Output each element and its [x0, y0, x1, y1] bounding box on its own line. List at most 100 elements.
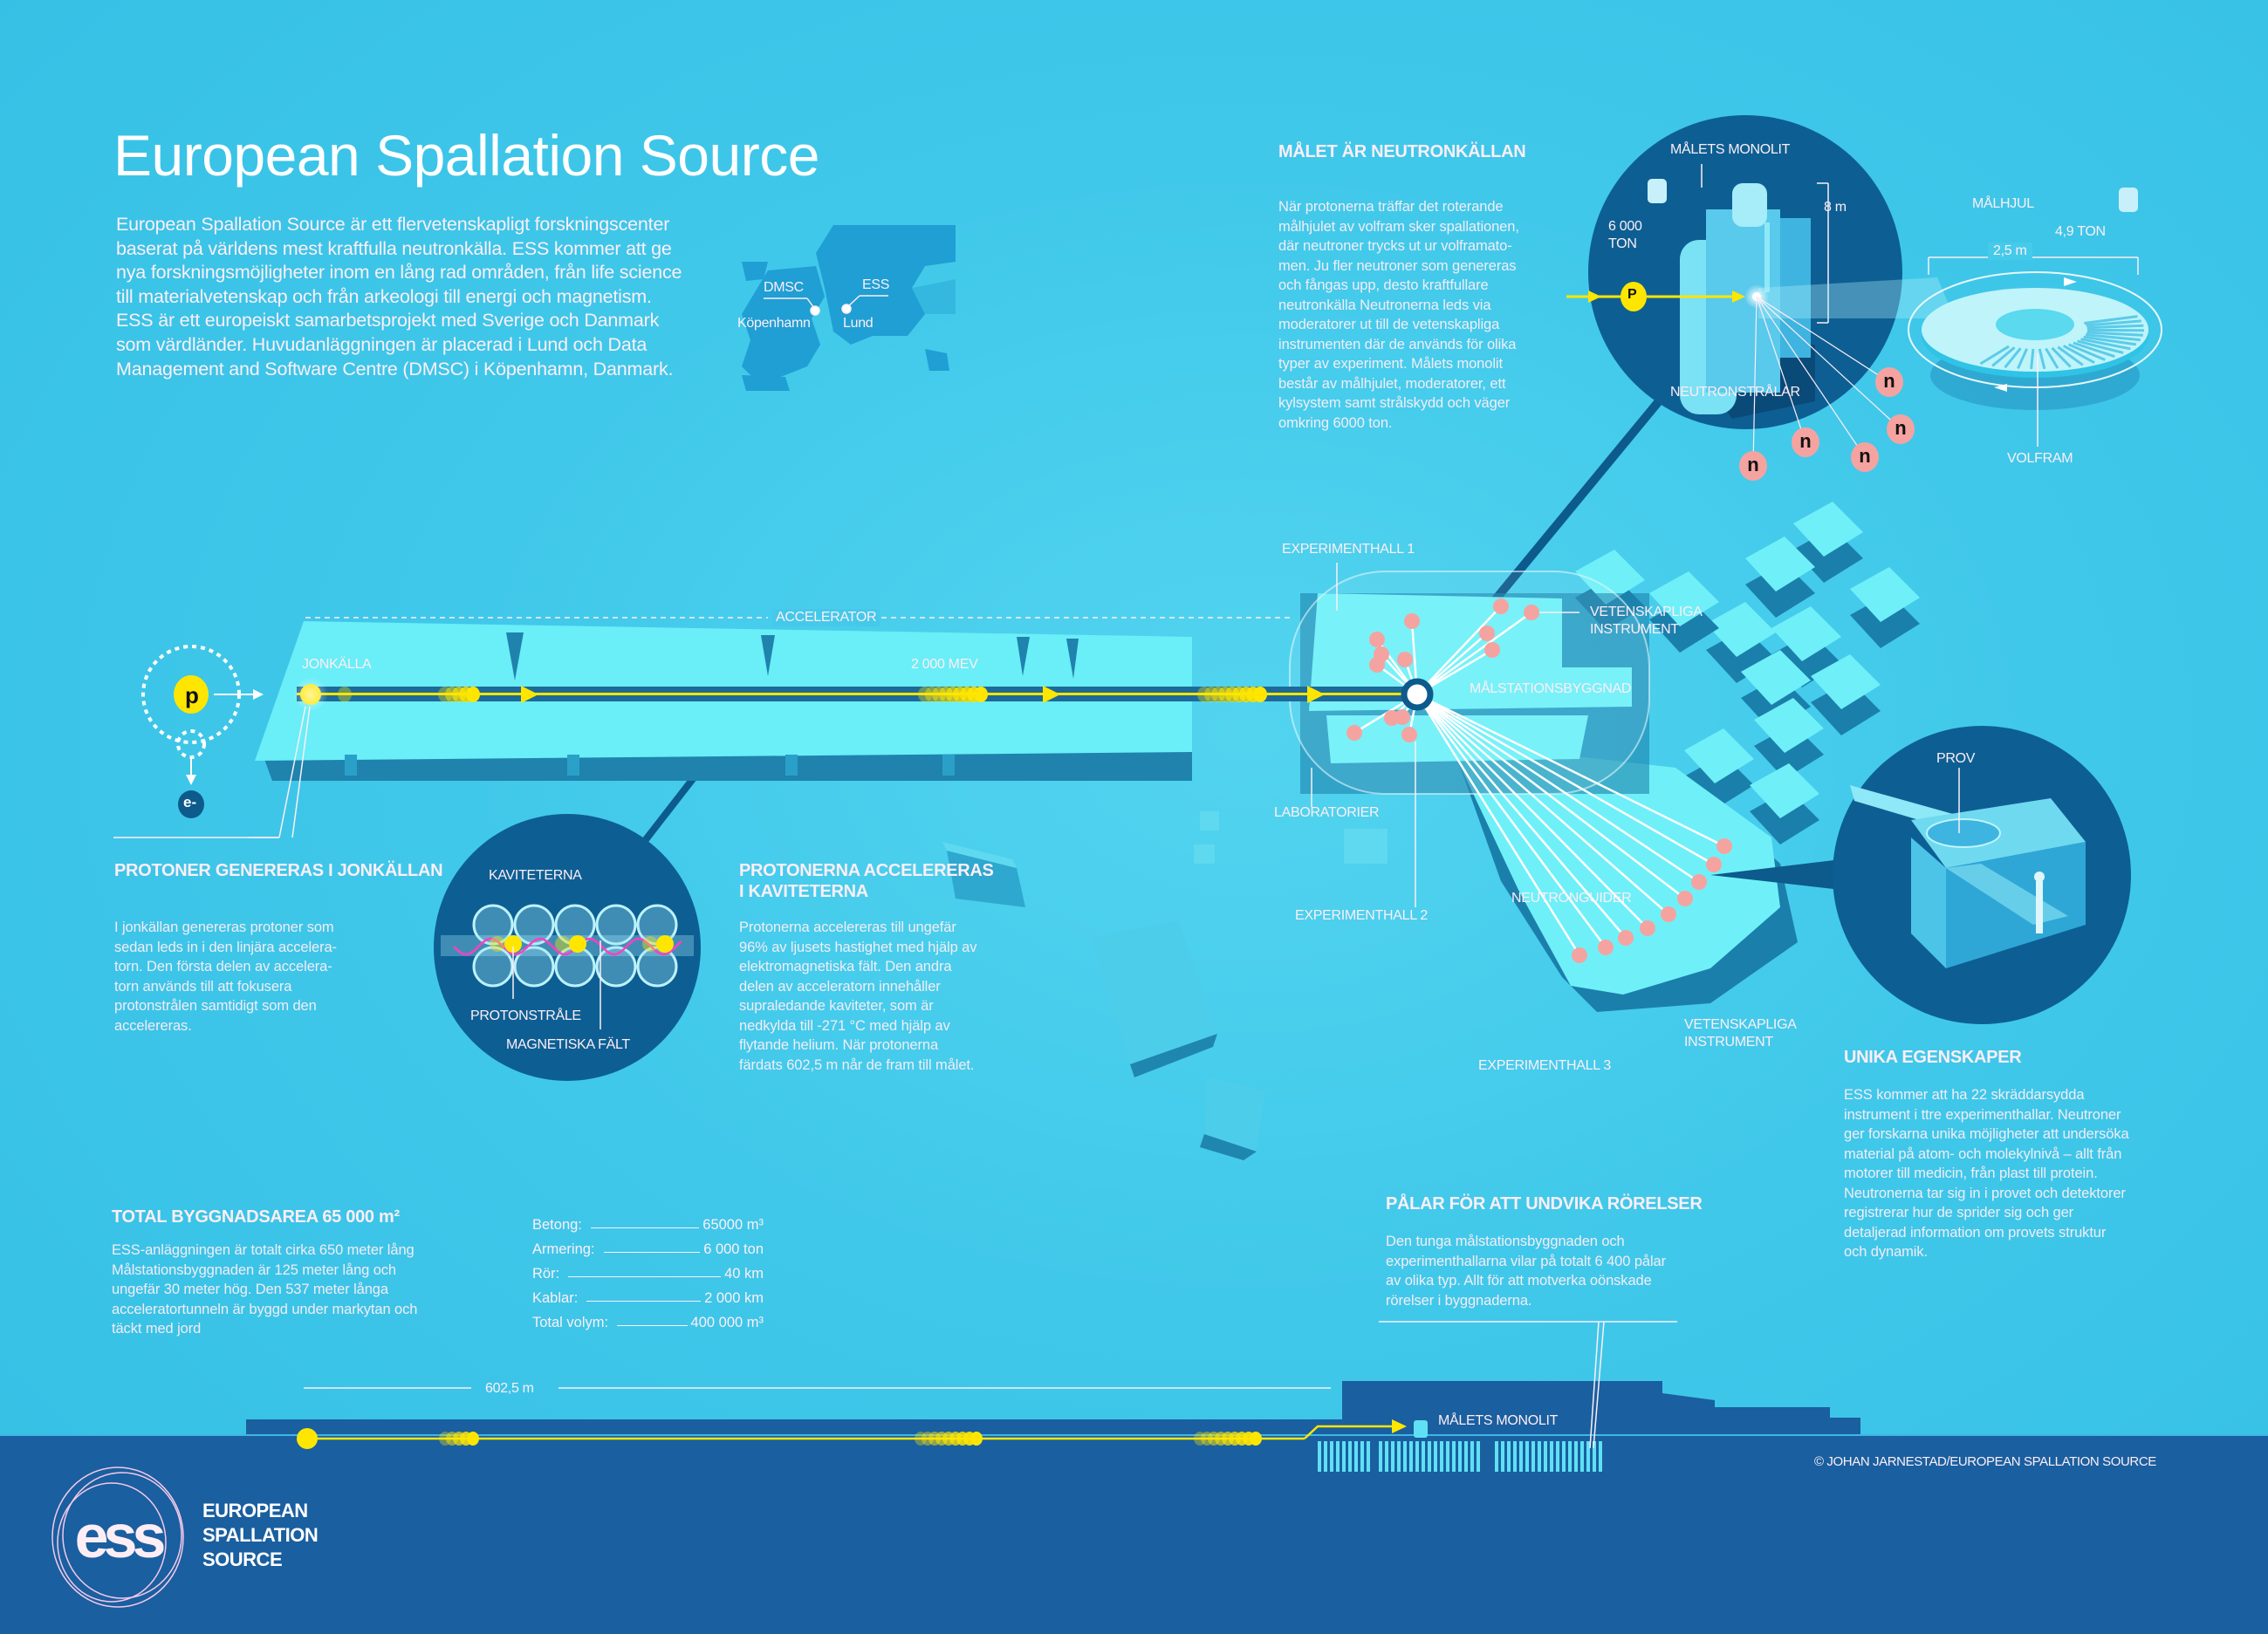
- wheel-blade: [2030, 348, 2035, 370]
- ion-source-label: JONKÄLLA: [302, 657, 372, 672]
- stat-key: Rör:: [532, 1266, 560, 1282]
- instrument-dot: [1493, 598, 1509, 614]
- instrument-dot: [1677, 891, 1693, 906]
- cavity-detail: [434, 814, 701, 1081]
- neutron-ray: [1752, 296, 1758, 467]
- pile: [1342, 1441, 1346, 1472]
- map-label-kopenhamn: Köpenhamn: [737, 316, 811, 331]
- neutron-guide-line: [1415, 694, 1607, 948]
- stat-value: 2 000 km: [704, 1290, 764, 1306]
- proton-bunch: [918, 687, 932, 702]
- wheel-blade: [2067, 343, 2106, 361]
- instrument-dot: [1484, 642, 1500, 658]
- pile: [1452, 1441, 1456, 1472]
- stat-row: Betong:65000 m³: [532, 1209, 764, 1234]
- pile: [1580, 1441, 1584, 1472]
- proton-beam: [293, 677, 1434, 712]
- proton-bunch: [1250, 1432, 1262, 1446]
- neutron-guide-line: [1416, 693, 1715, 866]
- sample-label: PROV: [1936, 751, 1976, 766]
- pile: [1568, 1441, 1572, 1472]
- building-block: [1754, 698, 1824, 779]
- energy-label: 2 000 MEV: [911, 657, 978, 672]
- pile: [1440, 1441, 1443, 1472]
- buildings-lower-left: [942, 811, 1388, 1160]
- neutron-rays-label: NEUTRONSTRÅLAR: [1670, 385, 1800, 400]
- accelerator-label: ACCELERATOR: [772, 609, 880, 626]
- neutron-guide-line: [1415, 694, 1581, 956]
- accel-heading: PROTONERNA ACCELERERAS I KAVITETERNA: [739, 861, 994, 901]
- neutron-guide-line: [1416, 693, 1725, 848]
- target-body: När protonerna träffar det roterande mål…: [1278, 199, 1519, 431]
- pile: [1434, 1441, 1437, 1472]
- stat-key: Betong:: [532, 1217, 582, 1233]
- labs-label: LABORATORIER: [1274, 805, 1380, 820]
- pile: [1464, 1441, 1468, 1472]
- wheel-blade: [2045, 347, 2059, 369]
- pile: [1397, 1441, 1401, 1472]
- wheel-blade: [2077, 339, 2124, 354]
- pile: [1318, 1441, 1321, 1472]
- cavity-cell: [595, 946, 637, 988]
- pile: [1324, 1441, 1327, 1472]
- pile: [1586, 1441, 1590, 1472]
- proton-bunch: [466, 687, 480, 702]
- pile: [1550, 1441, 1553, 1472]
- neutron-guide-line: [1416, 694, 1648, 929]
- map-markers: [764, 295, 888, 316]
- instrument-dot: [1706, 857, 1722, 872]
- site-profile: [0, 1321, 2268, 1634]
- stat-row: Rör:40 km: [532, 1258, 764, 1282]
- wheel-blade: [2038, 348, 2046, 370]
- proton-bunch: [970, 1432, 983, 1446]
- accelerator-building: [113, 617, 1292, 838]
- neutron-guide-line: [1416, 694, 1627, 939]
- pile: [1458, 1441, 1462, 1472]
- wheel-diameter: 2,5 m: [1988, 243, 2032, 260]
- instrument-dot: [1369, 632, 1385, 647]
- building-block: [1745, 537, 1815, 618]
- pile: [1336, 1441, 1340, 1472]
- length-label: 602,5 m: [485, 1381, 534, 1396]
- monolith-detail: [1566, 115, 2138, 467]
- pile: [1562, 1441, 1566, 1472]
- monolith-height: 8 m: [1824, 200, 1847, 215]
- pile: [1415, 1441, 1419, 1472]
- instrument-dot: [1572, 947, 1587, 963]
- pile: [1409, 1441, 1413, 1472]
- instrument-dot: [1397, 652, 1413, 667]
- wheel-blade: [1991, 346, 2016, 367]
- pile: [1348, 1441, 1352, 1472]
- hall1-label: EXPERIMENTHALL 1: [1282, 542, 1415, 557]
- pile: [1360, 1441, 1364, 1472]
- target-wheel: [1908, 256, 2162, 447]
- instrument-dot: [1716, 838, 1732, 854]
- neutron-badge: n: [1851, 442, 1879, 472]
- instrument-dot: [1346, 725, 1362, 741]
- pile: [1379, 1441, 1382, 1472]
- ion-proton-symbol: p: [185, 682, 199, 708]
- electron-symbol: e-: [183, 794, 197, 810]
- svg-text:ess: ess: [75, 1502, 165, 1570]
- neutron-ray: [1756, 296, 1866, 458]
- pile: [1538, 1441, 1541, 1472]
- stat-value: 6 000 ton: [703, 1241, 764, 1257]
- neutron-ray: [1756, 296, 1890, 383]
- wheel-blade: [2057, 345, 2084, 366]
- neutron-ray: [1756, 296, 1806, 443]
- building-block: [1649, 571, 1719, 653]
- neutron-guide-line: [1416, 693, 1700, 884]
- stat-key: Total volym:: [532, 1315, 609, 1330]
- accel-body: Protonerna accelereras till ungefär 96% …: [739, 920, 977, 1073]
- guides-label: NEUTRONGUIDER: [1511, 891, 1632, 906]
- instrument-dot: [1618, 930, 1634, 946]
- wheel-blade: [2085, 333, 2141, 342]
- instrument-dot: [1394, 709, 1410, 725]
- proton-bunch: [467, 1432, 479, 1446]
- ion-heading: PROTONER GENERERAS I JONKÄLLAN: [114, 861, 443, 880]
- building-block: [1793, 502, 1863, 583]
- instrument-dot: [1598, 940, 1614, 955]
- instrument-dot: [1369, 657, 1385, 673]
- neutron-badge: n: [1792, 427, 1819, 457]
